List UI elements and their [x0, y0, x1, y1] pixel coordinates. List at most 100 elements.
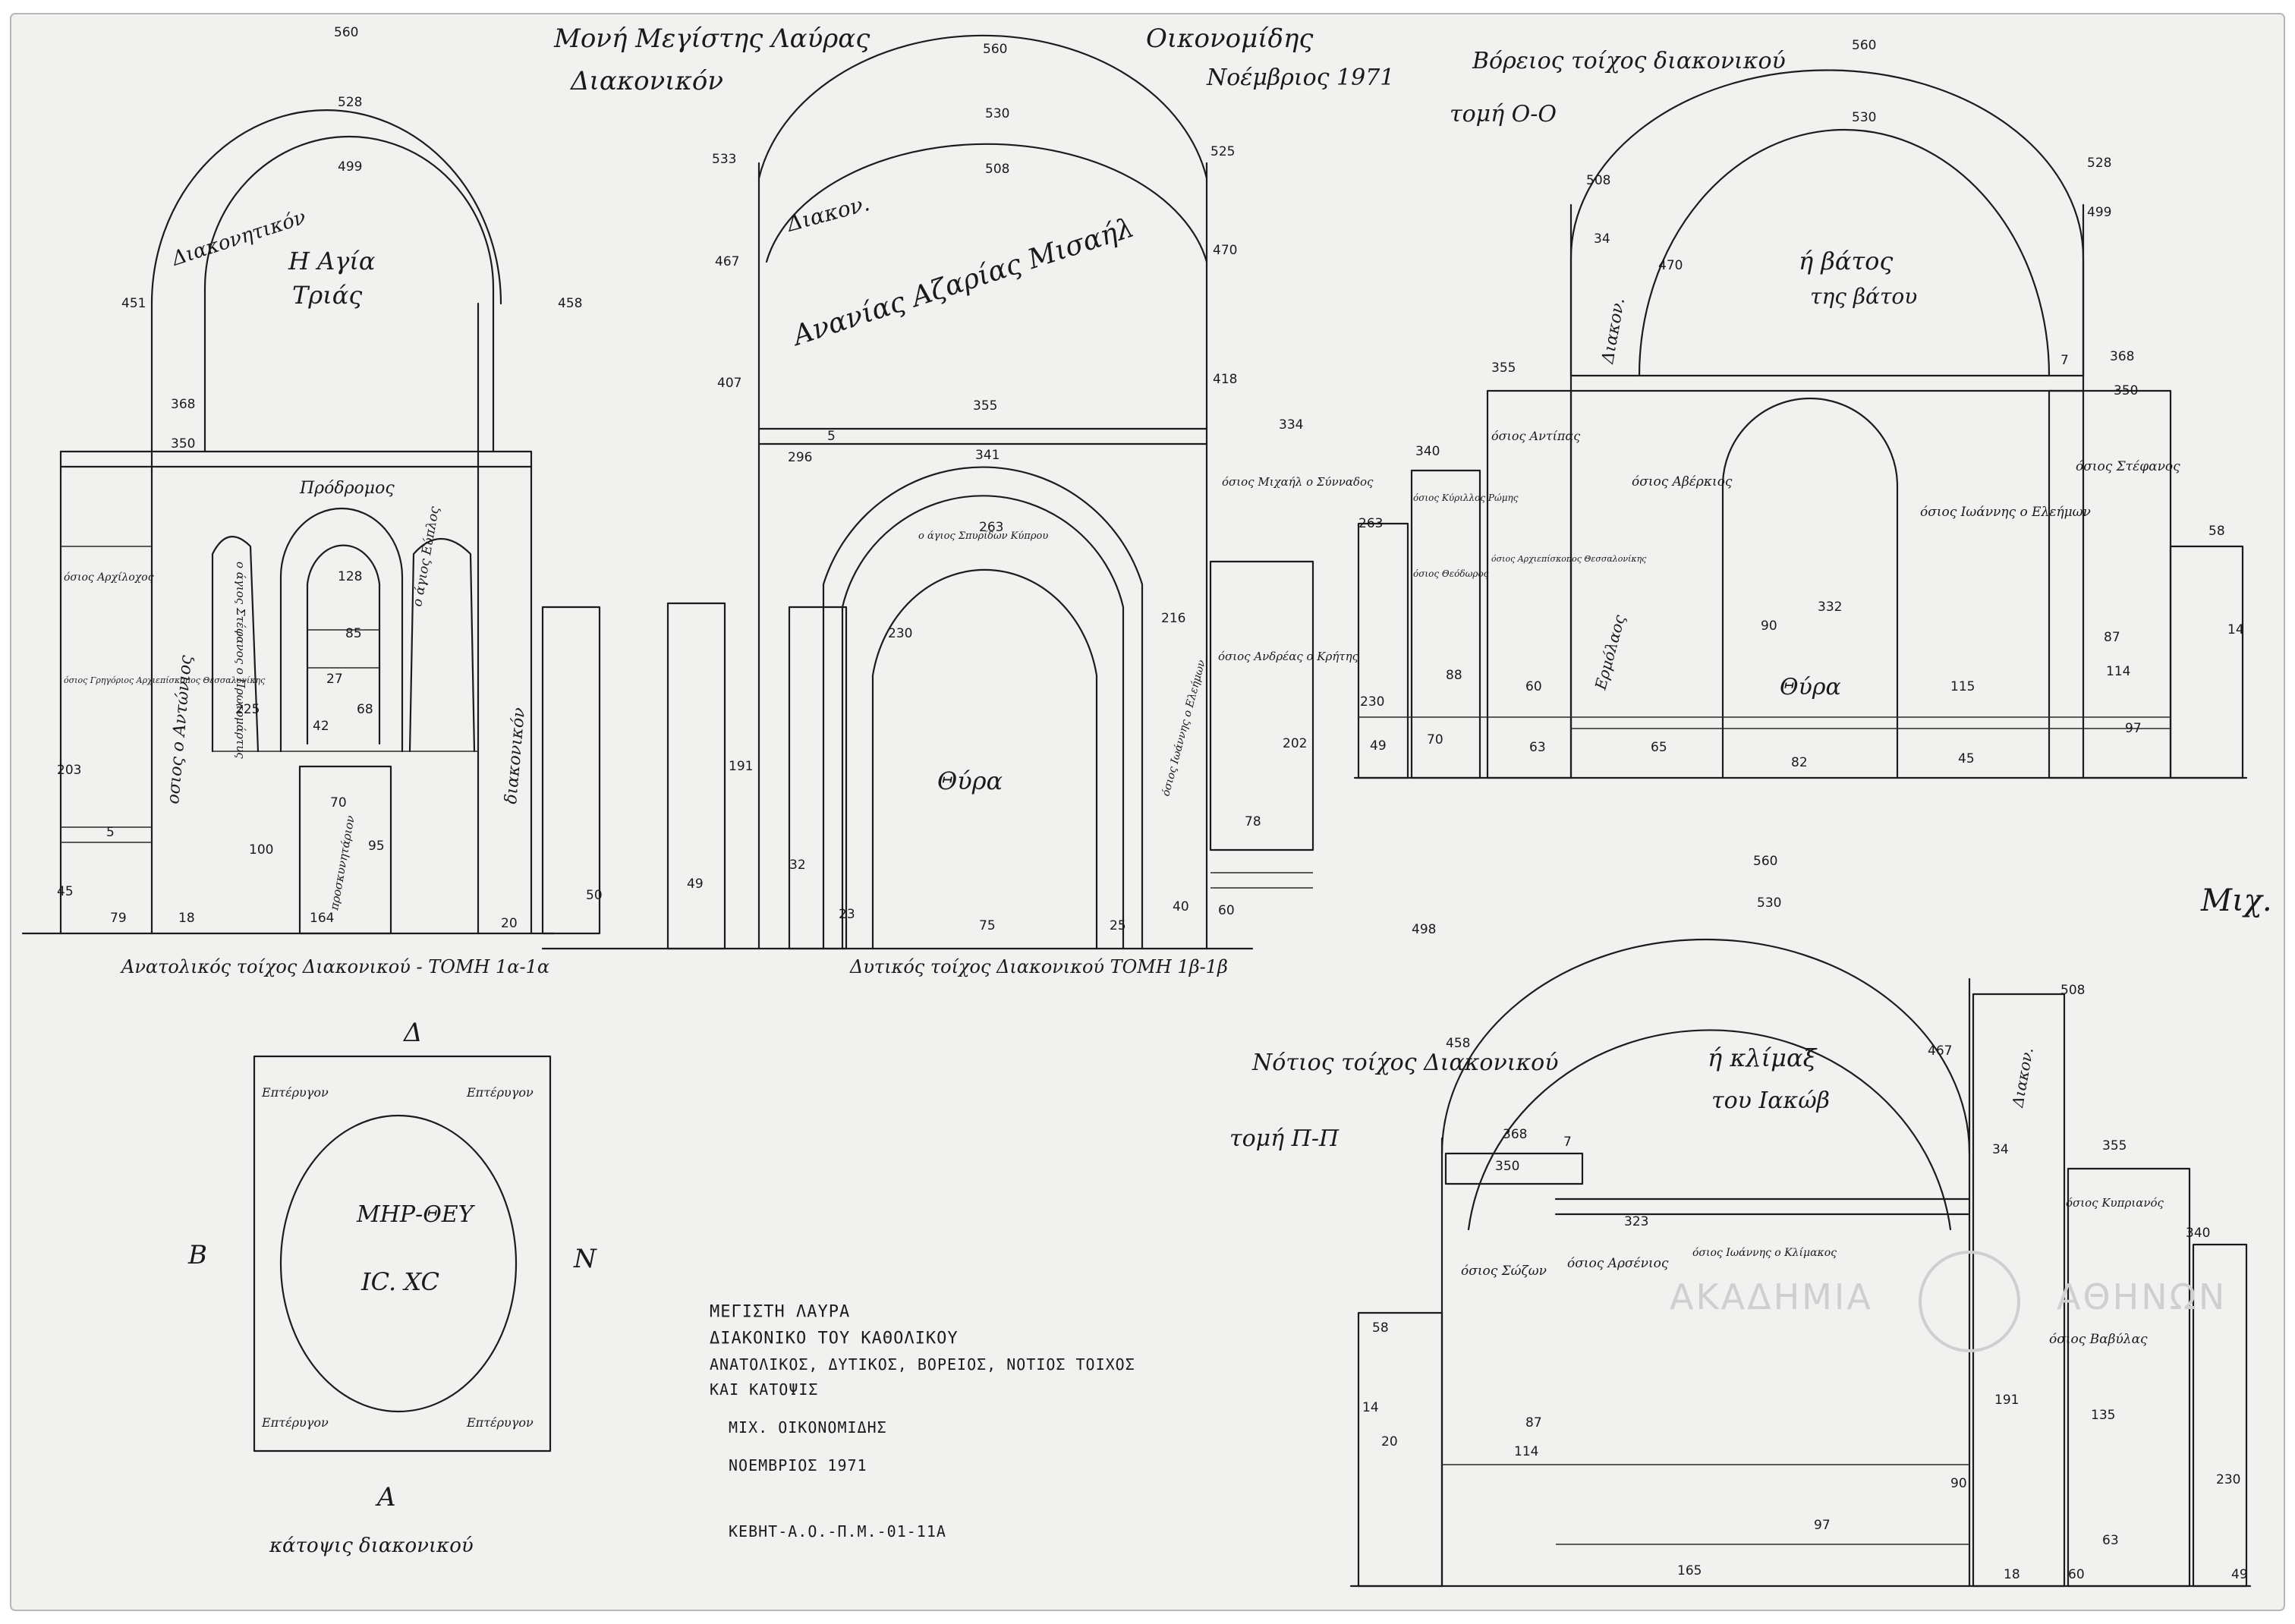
west-saint-mid-right: όσιος Ανδρέας ο Κρήτης: [1218, 650, 1359, 663]
north-saint: όσιος Θεόδωρος: [1413, 568, 1489, 579]
south-saint: όσιος Αρσένιος: [1567, 1256, 1669, 1271]
plan-outline: [253, 1055, 552, 1452]
dim-label: 58: [2208, 524, 2225, 539]
west-outer-arch: [757, 34, 1208, 180]
dim-label: 49: [687, 877, 704, 892]
east-niche-center: [279, 507, 404, 753]
dim-label: 340: [2186, 1226, 2210, 1241]
dim-label: 418: [1213, 372, 1237, 387]
dim-label: 368: [171, 397, 195, 412]
header: Μονή Μεγίστης Λαύρας Διακονικόν Οικονομί…: [553, 24, 1394, 96]
plan-east-label: Ν: [573, 1244, 597, 1274]
stamp-text-right: ΑΘΗΝΩΝ: [2057, 1276, 2227, 1317]
north-scene-line1: ή βάτος: [1799, 247, 1893, 275]
dim-label: 5: [827, 429, 836, 444]
plan-south-label: Α: [375, 1482, 396, 1512]
west-caption: Δυτικός τοίχος Διακονικού ΤΟΜΗ 1β-1β: [849, 956, 1228, 977]
title-line-3: ΑΝΑΤΟΛΙΚΟΣ, ΔΥΤΙΚΟΣ, ΒΟΡΕΙΟΣ, ΝΟΤΙΟΣ ΤΟΙ…: [710, 1355, 1135, 1374]
west-door-label: Θύρα: [937, 766, 1003, 795]
dim-label: 334: [1279, 417, 1303, 433]
east-niche-center-inner: [306, 544, 381, 745]
dim-label: 100: [249, 842, 273, 858]
dim-label: 128: [338, 569, 362, 584]
dim-label: 451: [121, 296, 146, 311]
dim-label: 23: [839, 907, 855, 922]
dim-label: 498: [1412, 922, 1436, 937]
dim-label: 530: [1757, 895, 1781, 911]
plan-medallion-bottom: IC. XC: [360, 1267, 439, 1296]
dim-label: 70: [1427, 732, 1443, 747]
plan-dome-medallion: [279, 1114, 518, 1413]
dim-label: 230: [1360, 694, 1384, 710]
west-door-right: [788, 606, 848, 950]
north-scene-line2: της βάτου: [1810, 284, 1917, 309]
dim-label: 14: [2227, 622, 2244, 637]
south-title-line1: Νότιος τοίχος Διακονικού: [1251, 1050, 1558, 1076]
north-inner-arch: [1638, 128, 2051, 377]
title-line-2: ΔΙΑΚΟΝΙΚΟ ΤΟΥ ΚΑΘΟΛΙΚΟΥ: [710, 1329, 959, 1348]
dim-label: 65: [1651, 740, 1667, 755]
dim-label: 467: [715, 254, 739, 269]
dim-label: 508: [2060, 983, 2085, 998]
dim-label: 45: [57, 884, 74, 899]
dim-label: 528: [338, 95, 362, 110]
dim-label: 508: [985, 162, 1009, 177]
dim-label: 5: [106, 825, 115, 840]
south-saint: όσιος Κυπριανός: [2066, 1196, 2164, 1210]
dim-label: 7: [1563, 1135, 1572, 1150]
dim-label: 79: [110, 911, 127, 926]
dim-label: 114: [2106, 664, 2130, 679]
dim-label: 20: [1381, 1434, 1398, 1449]
dim-label: 560: [983, 42, 1007, 57]
dim-label: 355: [973, 398, 997, 414]
dim-label: 97: [1814, 1518, 1831, 1533]
stamp-seal: [1919, 1251, 2020, 1352]
east-niche-left: [211, 536, 260, 753]
dim-label: 350: [171, 436, 195, 452]
dim-label: 63: [2102, 1533, 2119, 1548]
south-edge-bay: [2192, 1243, 2248, 1588]
dim-label: 70: [330, 795, 347, 810]
dim-label: 368: [2110, 349, 2134, 364]
dim-label: 60: [1525, 679, 1542, 694]
east-saint-left: ο άγιος Στέφανος ο Πρωτομάρτυς: [234, 562, 247, 759]
dim-label: 499: [338, 159, 362, 175]
east-outer-arch: [150, 109, 502, 305]
dim-label: 355: [1491, 360, 1516, 376]
dim-label: 350: [1495, 1159, 1519, 1174]
dim-label: 42: [313, 719, 329, 734]
west-dimensions: 560 530 508 533 525 467 470 407 418 334 …: [586, 42, 1307, 933]
dim-label: 164: [310, 911, 334, 926]
dim-label: 530: [985, 106, 1009, 121]
east-scene-line2: Τριάς: [292, 281, 362, 310]
dim-label: 263: [979, 520, 1003, 535]
west-saint-top-right: όσιος Μιχαήλ ο Σύνναδος: [1222, 475, 1374, 489]
west-inner-arch: [765, 143, 1208, 263]
north-title: Βόρειος τοίχος διακονικού: [1472, 48, 1786, 74]
dim-label: 165: [1677, 1563, 1702, 1578]
dim-label: 332: [1818, 600, 1842, 615]
south-saint: όσιος Βαβύλας: [2049, 1332, 2148, 1347]
monastery-name: Μονή Μεγίστης Λαύρας: [553, 24, 870, 54]
dim-label: 40: [1173, 899, 1189, 914]
dim-label: 191: [1994, 1393, 2019, 1408]
dim-label: 530: [1852, 110, 1876, 125]
dim-label: 34: [1992, 1142, 2009, 1157]
west-door-left: [666, 602, 726, 950]
plan-corner-top-right: Επτέρυγον: [466, 1085, 534, 1100]
dim-label: 355: [2102, 1138, 2127, 1153]
dim-label: 470: [1658, 258, 1683, 273]
paper-background: [10, 13, 2285, 1611]
dim-label: 49: [2231, 1567, 2248, 1582]
south-saint: όσιος Ιωάννης ο Κλίμακος: [1692, 1246, 1837, 1259]
south-scene-line2: του Ιακώβ: [1711, 1087, 1830, 1114]
south-left-step: [1357, 1311, 1443, 1588]
north-bay-2: [1410, 469, 1481, 779]
dim-label: 225: [235, 702, 260, 717]
dim-label: 60: [2068, 1567, 2085, 1582]
south-saint: όσιος Σώζων: [1461, 1264, 1547, 1279]
dim-label: 508: [1586, 173, 1610, 188]
north-bay-1: [1357, 522, 1409, 779]
dim-label: 63: [1529, 740, 1546, 755]
dim-label: 560: [1852, 38, 1876, 53]
